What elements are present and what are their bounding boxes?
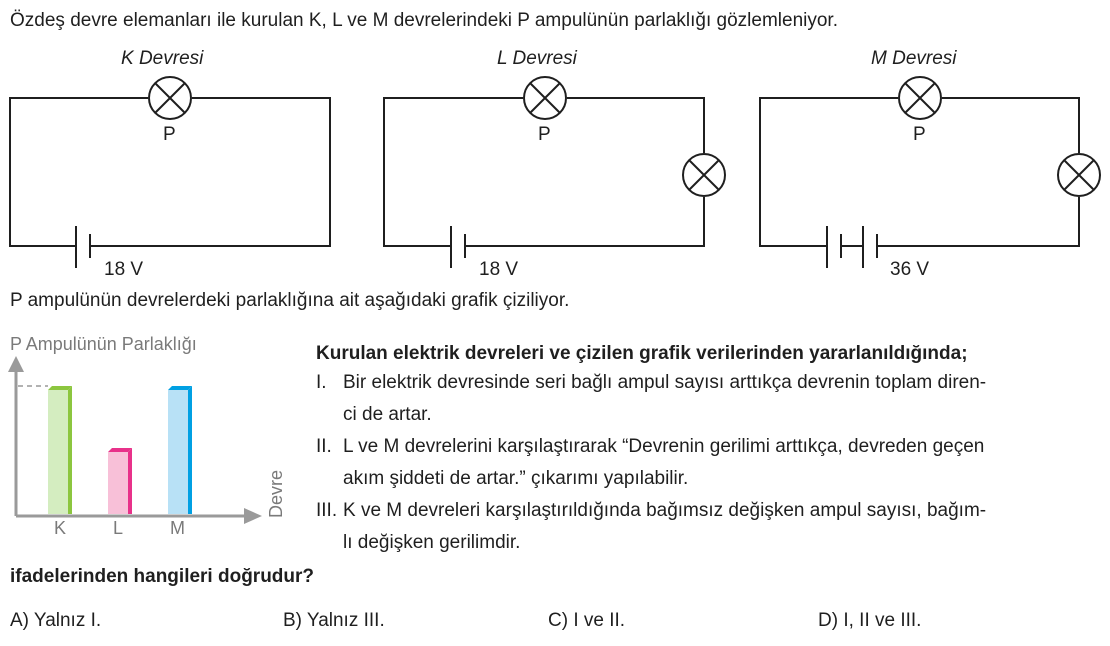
statement-number: III. — [316, 500, 338, 521]
chart-x-tick-k: K — [54, 518, 67, 538]
brightness-chart — [8, 356, 262, 524]
circuit-k-title: K Devresi — [121, 48, 204, 69]
circuit-l-wire-right — [465, 97, 705, 247]
circuit-m-wire-right — [877, 97, 1080, 247]
statement-1: I. Bir elektrik devresinde seri bağlı am… — [316, 367, 1106, 431]
circuit-m-wire-left — [759, 97, 898, 247]
circuit-l-lamp-label: P — [538, 124, 551, 145]
x-axis-arrow-icon — [244, 508, 262, 524]
circuit-l-voltage: 18 V — [479, 259, 518, 280]
option-c[interactable]: C) I ve II. — [548, 610, 626, 631]
chart-x-tick-m: M — [170, 518, 185, 538]
bar-k-side — [68, 386, 72, 514]
intro-text: Özdeş devre elemanları ile kurulan K, L … — [10, 10, 838, 31]
statement-2: II. L ve M devrelerini karşılaştırarak “… — [316, 431, 1106, 495]
bar-k-top — [48, 386, 72, 390]
circuit-k-wire-right — [90, 97, 331, 247]
circuit-m-title: M Devresi — [871, 48, 957, 69]
circuit-k-wire-left — [9, 97, 148, 247]
circuit-l-title: L Devresi — [497, 48, 577, 69]
lamp-p-icon — [898, 76, 942, 120]
bar-l-top — [108, 448, 132, 452]
option-d[interactable]: D) I, II ve III. — [818, 610, 922, 631]
circuit-k — [9, 76, 331, 268]
circuit-m — [759, 76, 1101, 268]
circuit-m-voltage: 36 V — [890, 259, 929, 280]
bar-m-side — [188, 386, 192, 514]
circuit-k-voltage: 18 V — [104, 259, 143, 280]
circuit-k-lamp-label: P — [163, 124, 176, 145]
statement-line: ci de artar. — [343, 404, 432, 425]
statement-line: lı değişken gerilimdir. — [343, 532, 521, 553]
lamp-icon — [682, 153, 726, 197]
chart-x-tick-l: L — [113, 518, 124, 538]
statement-line: L ve M devrelerini karşılaştırarak “Devr… — [343, 436, 985, 457]
lamp-p-icon — [148, 76, 192, 120]
bar-m — [168, 390, 188, 514]
lamp-icon — [1057, 153, 1101, 197]
lamp-p-icon — [523, 76, 567, 120]
statement-number: II. — [316, 436, 332, 457]
statement-number: I. — [316, 372, 327, 393]
option-a[interactable]: A) Yalnız I. — [10, 610, 102, 631]
graph-intro-text: P ampulünün devrelerdeki parlaklığına ai… — [10, 290, 570, 311]
chart-x-label: Devre — [266, 469, 286, 518]
bar-l — [108, 452, 128, 514]
question-ask: ifadelerinden hangileri doğrudur? — [10, 566, 315, 587]
bar-m-top — [168, 386, 192, 390]
statement-line: K ve M devreleri karşılaştırıldığında ba… — [343, 500, 987, 521]
y-axis-arrow-icon — [8, 356, 24, 372]
circuit-m-lamp-label: P — [913, 124, 926, 145]
option-b[interactable]: B) Yalnız III. — [283, 610, 385, 631]
statement-line: akım şiddeti de artar.” çıkarımı yapılab… — [343, 468, 689, 489]
question-heading: Kurulan elektrik devreleri ve çizilen gr… — [316, 343, 968, 364]
statement-line: Bir elektrik devresinde seri bağlı ampul… — [343, 372, 987, 393]
circuit-l — [383, 76, 726, 268]
chart-y-label: P Ampulünün Parlaklığı — [10, 334, 197, 354]
bar-l-side — [128, 448, 132, 514]
bar-k — [48, 390, 68, 514]
statement-3: III. K ve M devreleri karşılaştırıldığın… — [316, 495, 1106, 559]
circuit-l-wire-left — [383, 97, 523, 247]
